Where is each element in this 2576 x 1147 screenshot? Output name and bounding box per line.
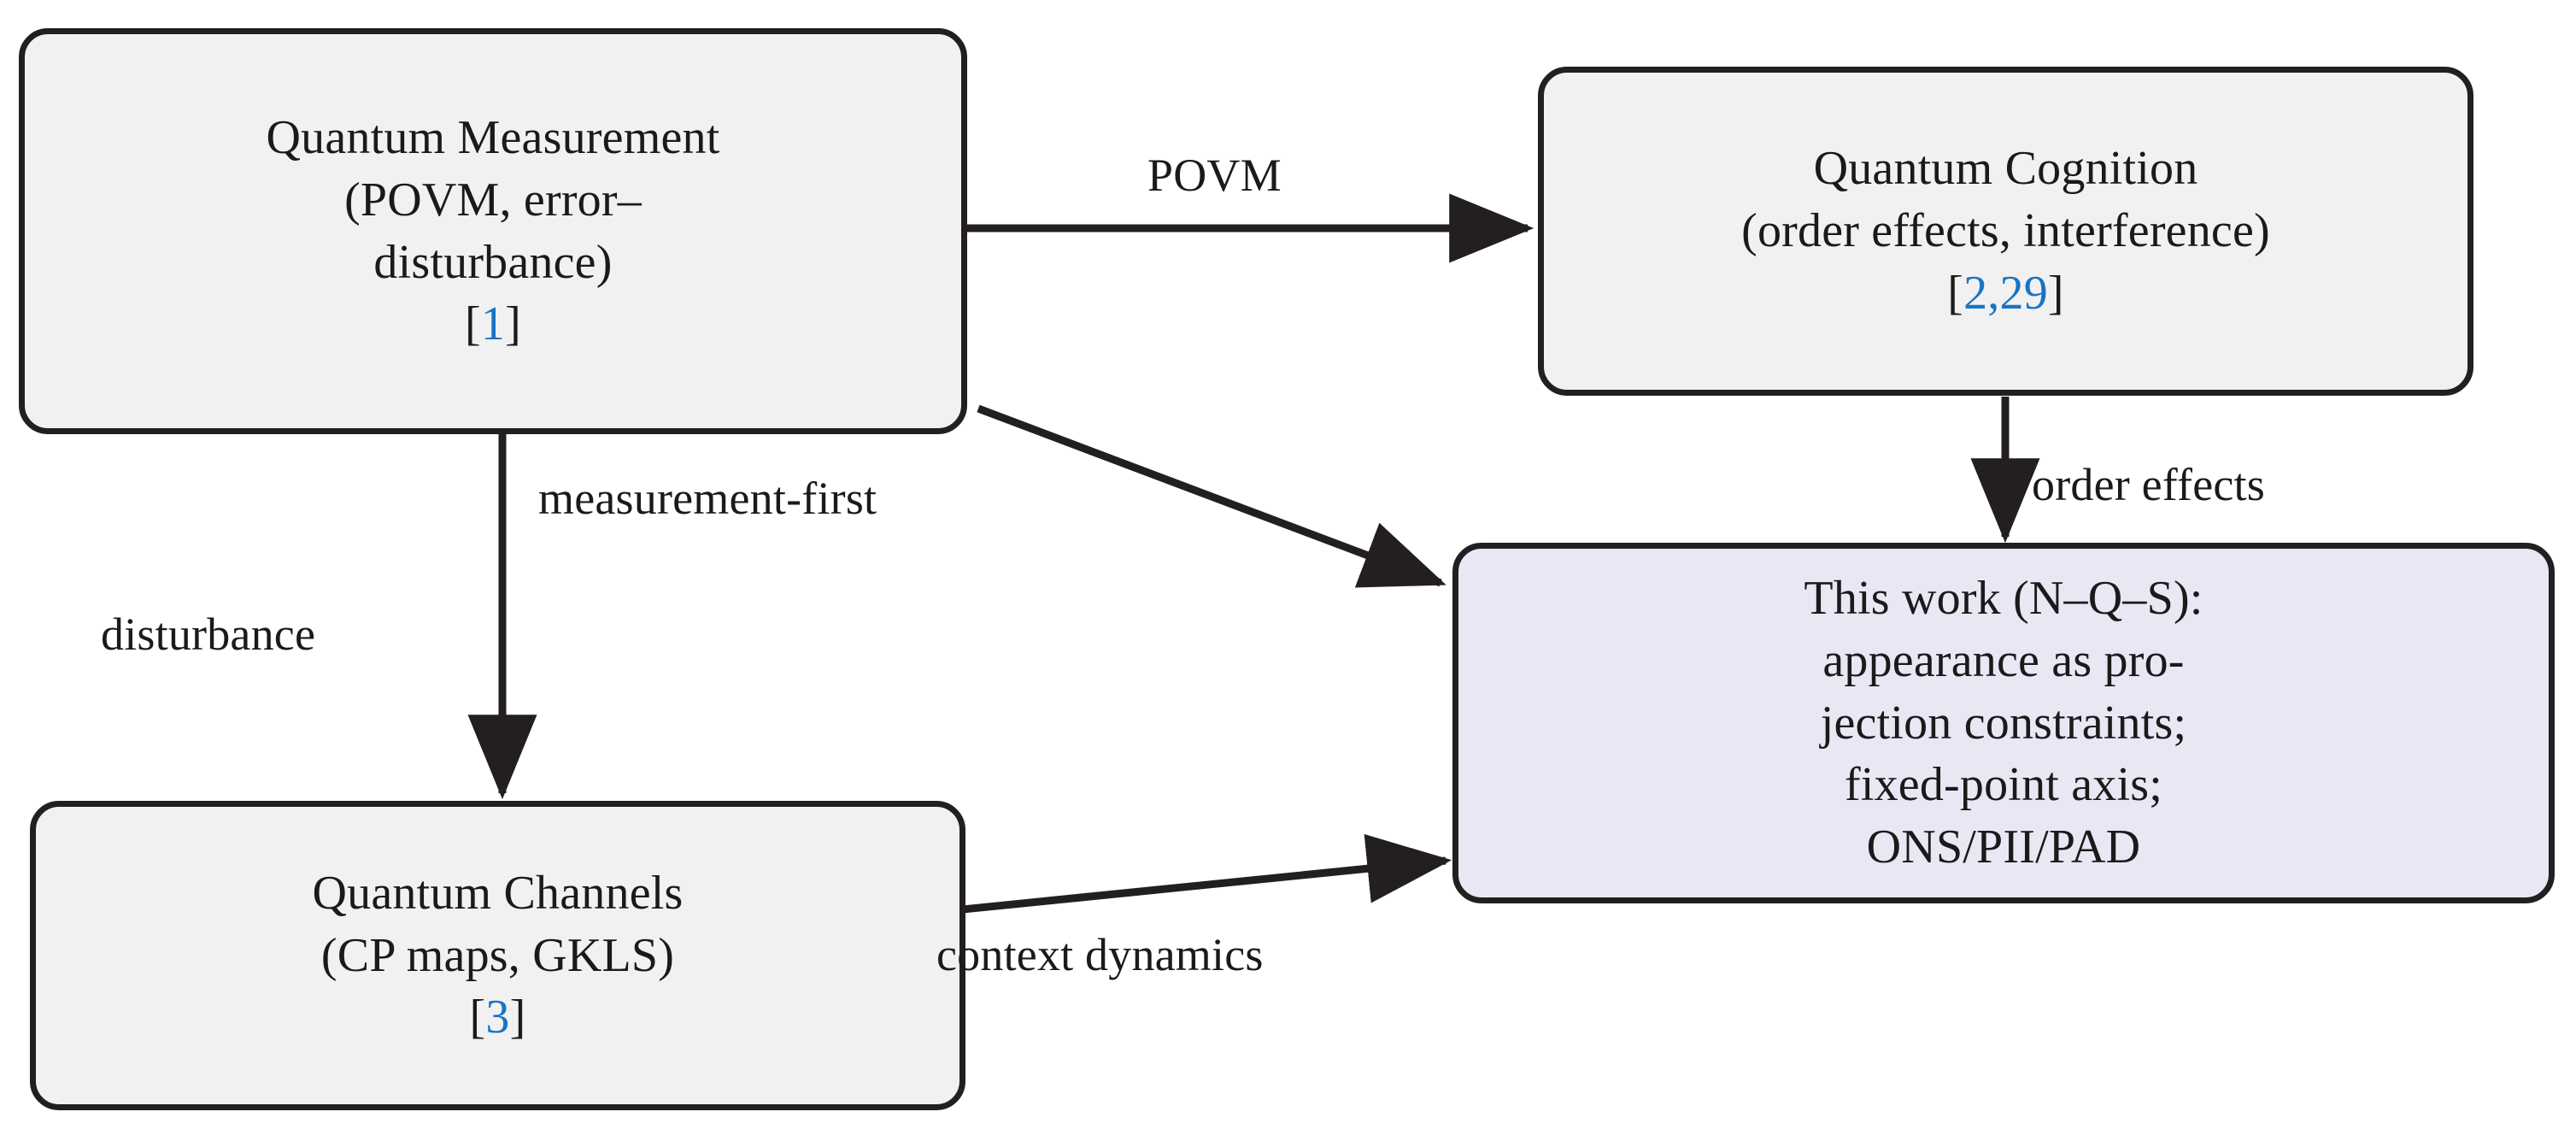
node-quantum-cognition-text: Quantum Cognition (order effects, interf… [1544,138,2467,324]
node-line: jection constraints; [1820,696,2187,750]
citation-close-bracket: ] [2047,266,2064,320]
node-line: (CP maps, GKLS) [320,928,675,982]
edge-label-povm: POVM [1147,150,1282,201]
edge-label-measurement-first: measurement-first [538,473,877,524]
node-line: (order effects, interference) [1741,204,2270,258]
node-line: Quantum Measurement [266,110,720,164]
citation-open-bracket: [ [465,297,481,351]
node-line: ONS/PII/PAD [1866,821,2141,874]
node-citation: [2,29] [1556,262,2456,325]
citation-refs[interactable]: 2,29 [1963,266,2048,320]
node-line: Quantum Channels [312,866,684,920]
citation-refs[interactable]: 3 [485,991,510,1044]
node-quantum-channels[interactable]: Quantum Channels (CP maps, GKLS) [3] [30,801,965,1110]
citation-close-bracket: ] [505,297,521,351]
node-line: disturbance) [373,235,613,289]
node-citation: [3] [48,986,948,1049]
node-quantum-cognition[interactable]: Quantum Cognition (order effects, interf… [1538,67,2473,396]
node-line: fixed-point axis; [1845,758,2162,812]
node-this-work[interactable]: This work (N–Q–S): appearance as pro- je… [1452,543,2555,903]
edge-label-order-effects: order effects [2032,459,2265,510]
citation-open-bracket: [ [1947,266,1964,320]
citation-close-bracket: ] [509,991,526,1044]
edge-label-context-dynamics: context dynamics [936,929,1264,980]
edge-label-disturbance: disturbance [101,609,316,660]
node-quantum-channels-text: Quantum Channels (CP maps, GKLS) [3] [36,862,959,1049]
node-citation: [1] [37,293,949,356]
edge-measurement-first-arrow [977,404,1446,588]
citation-open-bracket: [ [469,991,486,1044]
node-this-work-text: This work (N–Q–S): appearance as pro- je… [1458,568,2549,879]
citation-refs[interactable]: 1 [480,297,506,351]
node-quantum-measurement-text: Quantum Measurement (POVM, error– distur… [25,107,961,356]
edge-context-dynamics-arrow [945,833,1452,915]
node-line: This work (N–Q–S): [1804,572,2203,625]
node-quantum-measurement[interactable]: Quantum Measurement (POVM, error– distur… [19,28,967,434]
node-line: appearance as pro- [1822,633,2185,687]
node-line: (POVM, error– [344,173,642,226]
node-line: Quantum Cognition [1813,142,2198,196]
